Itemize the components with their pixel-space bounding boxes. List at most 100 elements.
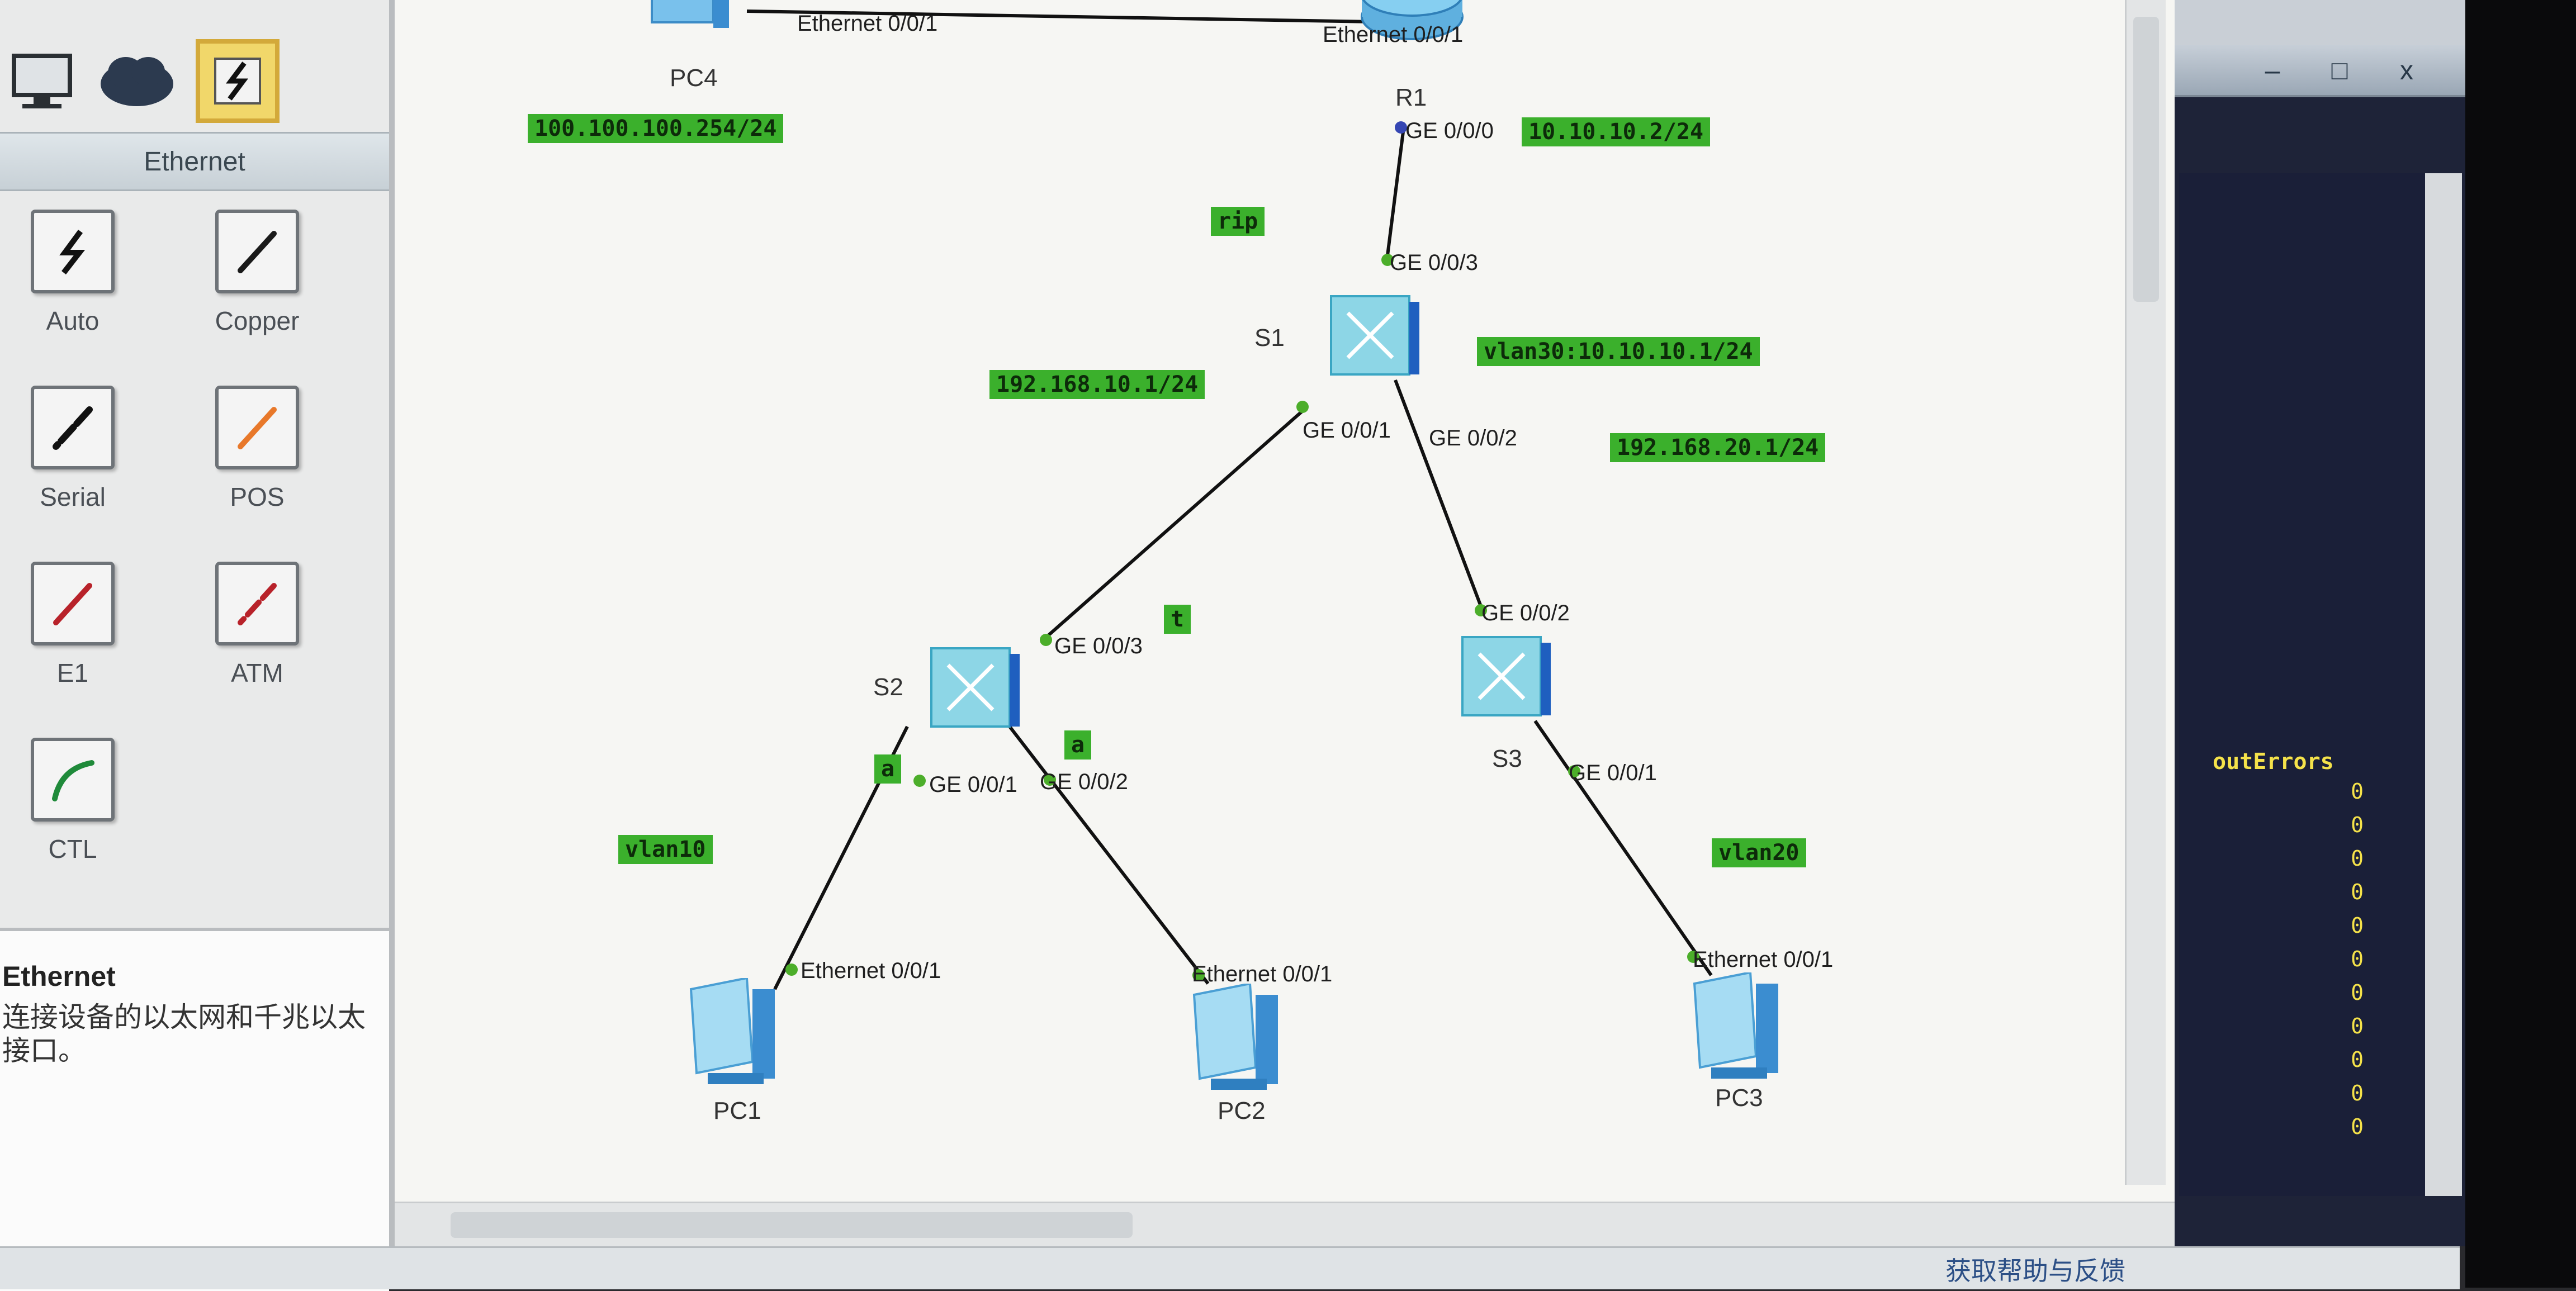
pc-icon [689,976,775,1084]
link-layer [746,10,1713,990]
port-dot [1040,634,1052,646]
tag-vlan10[interactable]: vlan10 [618,835,713,864]
cable-tool-serial[interactable]: Serial [8,386,137,512]
link-s1-s3 [1394,379,1484,610]
tag-trunk[interactable]: t [1164,605,1191,634]
pc2-label: PC2 [1218,1097,1266,1124]
out-errors-value: 0 [2351,846,2364,871]
minimize-button[interactable]: – [2265,55,2280,86]
port-dot [785,963,798,976]
tag-vlan10-gateway[interactable]: 192.168.10.1/24 [989,370,1205,399]
cable-tool-atm[interactable]: ATM [193,562,321,688]
tag-vlan20-gateway[interactable]: 192.168.20.1/24 [1610,433,1826,462]
horizontal-scroll-thumb[interactable] [451,1212,1133,1238]
port-dot [1044,773,1056,786]
tag-rip[interactable]: rip [1211,207,1265,236]
out-errors-value: 0 [2351,980,2364,1005]
out-errors-value: 0 [2351,1114,2364,1139]
port-dot [1381,254,1394,266]
feedback-link[interactable]: 获取帮助与反馈 [1945,1256,2125,1285]
tag-r1-ip[interactable]: 10.10.10.2/24 [1522,117,1711,146]
port-label-pc1-eth: Ethernet 0/0/1 [801,958,941,983]
port-dot [1192,969,1205,981]
pc-icon [651,0,729,28]
port-label-s3-ge1: GE 0/0/1 [1569,761,1657,785]
out-errors-value: 0 [2351,1081,2364,1105]
cable-category-icon[interactable] [196,39,280,123]
cable-tool-label: CTL [48,834,97,863]
port-label-pc3-eth: Ethernet 0/0/1 [1693,947,1834,972]
cable-tool-label: Copper [215,306,300,335]
vertical-scroll-thumb[interactable] [2133,17,2159,302]
canvas-horizontal-scrollbar[interactable] [395,1202,2181,1248]
auto-cable-icon [31,210,115,293]
pc4-label: PC4 [670,64,718,92]
cable-tool-e1[interactable]: E1 [8,562,137,688]
tag-access-1[interactable]: a [874,754,902,784]
cable-tool-label: E1 [56,658,89,687]
cable-tool-ctl[interactable]: CTL [8,738,137,864]
canvas-vertical-scrollbar[interactable] [2125,0,2166,1185]
serial-cable-icon [31,386,115,469]
cable-tool-label: Auto [46,306,100,335]
port-label-s2-ge2: GE 0/0/2 [1040,770,1128,794]
panel-header: Ethernet [0,132,389,191]
s1-device[interactable] [1325,291,1426,383]
s2-device[interactable] [926,643,1026,735]
tag-vlan20[interactable]: vlan20 [1712,838,1806,867]
info-description: 连接设备的以太网和千兆以太接口。 [2,1002,366,1066]
port-label-s2-ge3: GE 0/0/3 [1054,634,1143,658]
maximize-button[interactable]: □ [2331,55,2348,86]
cloud-category-icon[interactable] [95,39,179,123]
cable-tool-label: ATM [231,658,283,687]
port-dot [1568,765,1580,777]
out-errors-value: 0 [2351,779,2364,804]
s3-label: S3 [1492,745,1522,772]
info-title: Ethernet [2,961,116,992]
pc2-device[interactable] [1183,982,1306,1104]
port-dot [1687,951,1699,963]
atm-cable-icon [215,562,299,646]
port-label-r1-ge: GE 0/0/0 [1405,118,1494,143]
cable-tool-label: Serial [40,482,106,511]
switch-icon [1330,295,1419,376]
out-errors-value: 0 [2351,880,2364,904]
console-top-bar [2175,0,2465,45]
switch-icon [1461,636,1551,716]
pc4-device[interactable] [641,0,741,36]
s2-label: S2 [873,673,903,701]
tag-pc4-ip[interactable]: 100.100.100.254/24 [528,114,784,143]
pc-icon [1192,982,1278,1090]
device-panel: Ethernet Auto Copper Serial POS E1 [0,0,395,1291]
cable-info-box: Ethernet 连接设备的以太网和千兆以太接口。 [0,928,389,1291]
pc1-device[interactable] [680,976,803,1098]
tag-access-2[interactable]: a [1064,730,1092,760]
out-errors-value: 0 [2351,947,2364,971]
pc3-device[interactable] [1683,971,1806,1093]
out-errors-value: 0 [2351,813,2364,837]
r1-label: R1 [1395,84,1427,111]
e1-cable-icon [31,562,115,646]
port-dot [1475,604,1487,616]
link-s3-pc3 [1533,720,1713,976]
pos-cable-icon [215,386,299,469]
topology-canvas[interactable]: PC4 R1 S1 S2 S3 PC1 PC2 PC3 Ethernet 0/0… [395,0,2181,1202]
port-label-s1-ge1: GE 0/0/1 [1303,418,1391,443]
cable-tool-copper[interactable]: Copper [193,210,321,336]
cable-tool-pos[interactable]: POS [193,386,321,512]
out-errors-value: 0 [2351,1014,2364,1038]
r1-device[interactable] [1356,0,1468,70]
pc-category-icon[interactable] [0,39,84,123]
port-label-s2-ge1: GE 0/0/1 [929,772,1017,797]
pc3-label: PC3 [1715,1084,1763,1112]
link-pc4-r1 [746,10,1407,24]
close-button[interactable]: x [2400,55,2413,86]
s3-device[interactable] [1457,632,1557,724]
port-dot [913,775,926,787]
cable-tool-auto[interactable]: Auto [8,210,137,336]
console-scrollbar[interactable] [2425,173,2462,1196]
tag-s1-vlan30[interactable]: vlan30:10.10.10.1/24 [1477,337,1760,366]
port-label-pc2-eth: Ethernet 0/0/1 [1192,962,1333,986]
